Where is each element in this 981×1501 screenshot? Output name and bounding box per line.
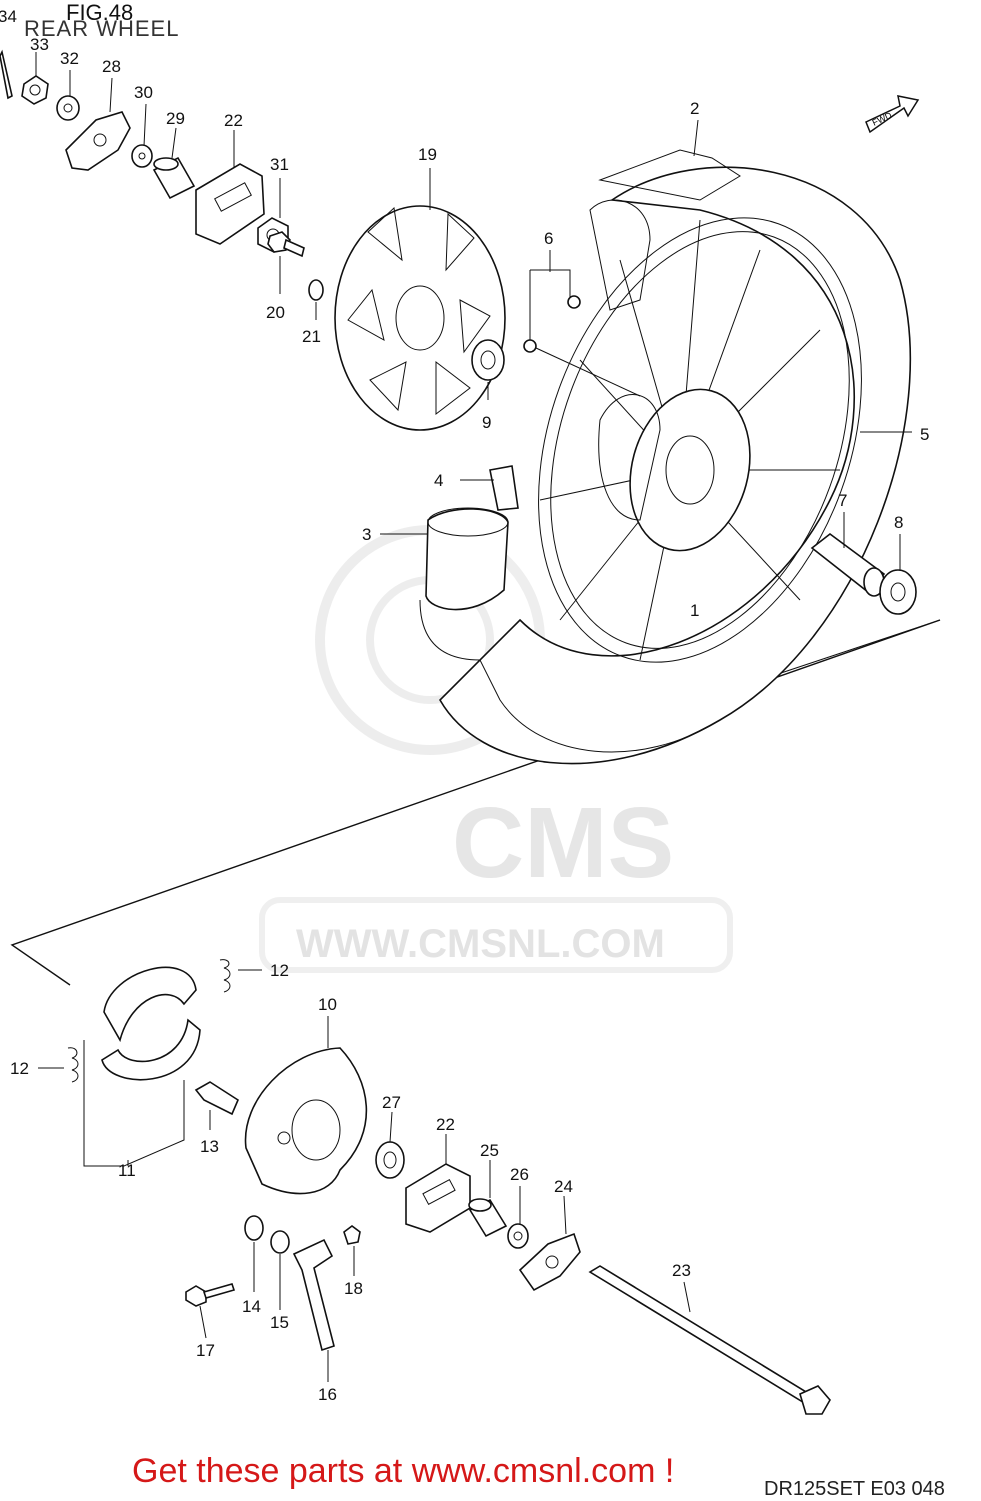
callout-label: 30 (134, 83, 153, 102)
part-spokes-6 (523, 219, 840, 661)
part-spacer-7 (810, 532, 886, 597)
part-bolt-20 (267, 231, 305, 258)
callout-label: 21 (302, 327, 321, 346)
part-washer-30 (131, 144, 153, 168)
callout-label: 33 (30, 35, 49, 54)
figure-number: FIG.48 (66, 0, 134, 25)
part-bolt-17 (185, 1283, 236, 1307)
callout-label: 4 (434, 471, 443, 490)
part-chain-adjuster-24 (518, 1232, 581, 1292)
callout-label: 10 (318, 995, 337, 1014)
callout-label: 18 (344, 1279, 363, 1298)
watermark-url: WWW.CMSNL.COM (296, 922, 665, 966)
part-rim-5 (538, 217, 862, 663)
part-washer-26 (507, 1223, 529, 1249)
part-bearing-8 (879, 569, 917, 615)
part-washer-14 (244, 1215, 264, 1241)
callout-label: 3 (362, 525, 371, 544)
callout-label: 16 (318, 1385, 337, 1404)
part-rim-band-4 (489, 465, 519, 511)
callout-label: 17 (196, 1341, 215, 1360)
callout-label: 26 (510, 1165, 529, 1184)
callout-label: 23 (672, 1261, 691, 1280)
callout-labels: 34 33 32 28 30 29 22 31 20 21 19 9 2 6 5… (0, 7, 929, 1404)
callout-label: 31 (270, 155, 289, 174)
part-washer-32 (56, 95, 80, 121)
callout-label: 25 (480, 1141, 499, 1160)
callout-label: 11 (118, 1161, 136, 1180)
callout-label: 15 (270, 1313, 289, 1332)
callout-label: 7 (838, 491, 847, 510)
callout-label: 14 (242, 1297, 261, 1316)
part-brake-shoes-11 (83, 966, 201, 1167)
part-washer-21 (308, 279, 324, 301)
promo-link[interactable]: Get these parts at www.cmsnl.com ! (132, 1452, 675, 1490)
part-brake-arm-16 (292, 1238, 335, 1352)
leader-lines (35, 52, 912, 1382)
part-tire-2 (439, 149, 912, 765)
callout-label: 22 (436, 1115, 455, 1134)
part-axle-23 (588, 1265, 831, 1415)
callout-label: 8 (894, 513, 903, 532)
callout-label: 22 (224, 111, 243, 130)
callout-label: 34 (0, 7, 17, 26)
part-brake-panel-10 (244, 1047, 368, 1195)
diagram-code: DR125SET E03 048 (764, 1478, 945, 1500)
callout-label: 6 (544, 229, 553, 248)
callout-label: 1 (690, 601, 699, 620)
callout-label: 32 (60, 49, 79, 68)
part-spring-12a (219, 959, 231, 993)
part-tube-3 (425, 507, 509, 611)
callout-label: 12 (270, 961, 289, 980)
callout-label: 12 (10, 1059, 29, 1078)
part-chain-puller-22 (195, 163, 265, 245)
callout-label: 29 (166, 109, 185, 128)
part-chain-adjuster-28 (65, 111, 131, 171)
part-spacer-29 (152, 156, 196, 200)
page-title: REAR WHEEL (24, 16, 180, 41)
part-nut-18 (343, 1225, 361, 1245)
part-nut-33 (21, 75, 49, 105)
part-spring-12b (67, 1047, 79, 1083)
part-washer-15 (270, 1230, 290, 1254)
part-chain-puller-22b (405, 1163, 471, 1233)
callout-label: 5 (920, 425, 929, 444)
part-cotter-pin-34 (0, 49, 13, 100)
callout-label: 24 (554, 1177, 573, 1196)
callout-label: 2 (690, 99, 699, 118)
callout-label: 9 (482, 413, 491, 432)
watermark-brand: CMS (452, 787, 675, 899)
part-seal-27 (375, 1141, 405, 1179)
part-bearing-9 (471, 339, 505, 381)
callout-label: 28 (102, 57, 121, 76)
part-sprocket-19 (334, 205, 506, 431)
callout-label: 19 (418, 145, 437, 164)
part-cam-13 (194, 1081, 240, 1116)
callout-label: 27 (382, 1093, 401, 1112)
callout-label: 20 (266, 303, 285, 322)
fwd-arrow-icon: FWD (865, 95, 920, 134)
callout-label: 13 (200, 1137, 219, 1156)
part-hub (598, 388, 751, 552)
part-spacer-25 (468, 1198, 508, 1238)
